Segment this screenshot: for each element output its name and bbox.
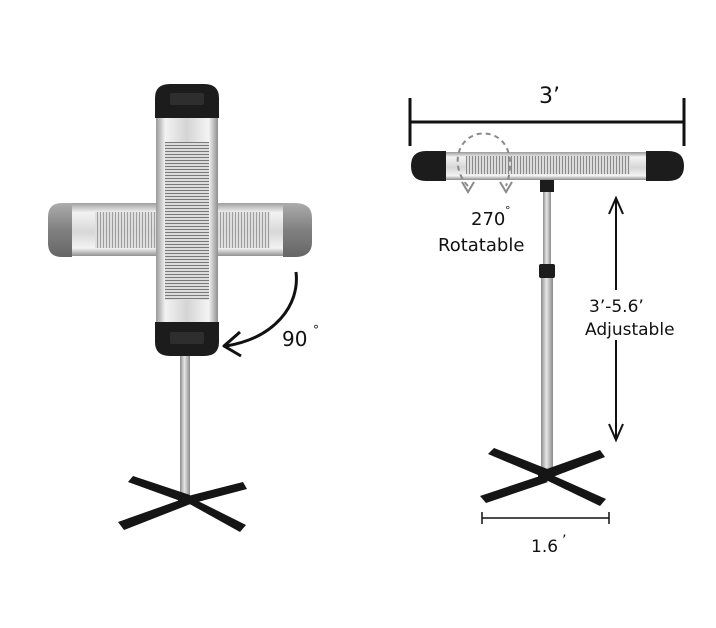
rotation-arrowhead-right (499, 181, 513, 194)
rotation-arrowhead (222, 330, 242, 358)
left-pole (180, 356, 190, 498)
rotation-dashed-circle (456, 132, 511, 187)
end-cap-left (411, 151, 446, 181)
adjustable-text: Adjustable (585, 320, 675, 340)
upper-pole (543, 192, 551, 266)
rotatable-degree-symbol: ° (505, 204, 511, 217)
right-cross-base (480, 448, 606, 506)
left-heater: 90 ° (48, 84, 319, 532)
height-range-label: 3’-5.6’ (589, 297, 644, 317)
end-cap-left (48, 203, 72, 257)
height-arrow-top (608, 195, 624, 215)
end-cap-right (283, 203, 312, 257)
rotatable-angle-label: 270 (471, 209, 505, 230)
rotation-degree-symbol: ° (313, 323, 319, 337)
heater-vertical-position (155, 84, 219, 356)
height-arrow-bottom (608, 423, 624, 443)
right-heater: 3’ 270 ° Rotatable 3’-5.6’ Adjustable (408, 84, 686, 557)
mount-bracket (540, 180, 554, 192)
end-cap-right (646, 151, 684, 181)
rotation-arrow (225, 271, 298, 348)
heating-element (466, 156, 630, 174)
height-clamp (539, 264, 555, 278)
width-dimension-label: 3’ (539, 84, 560, 109)
rotation-angle-label: 90 (282, 327, 307, 351)
rotatable-text: Rotatable (438, 235, 524, 256)
left-cross-base (118, 476, 247, 532)
rotation-arrowhead-left (461, 181, 475, 194)
heating-element-vertical (165, 142, 209, 300)
base-width-unit: ’ (562, 533, 566, 549)
base-width-label: 1.6 (531, 537, 558, 557)
lower-pole (541, 278, 553, 472)
